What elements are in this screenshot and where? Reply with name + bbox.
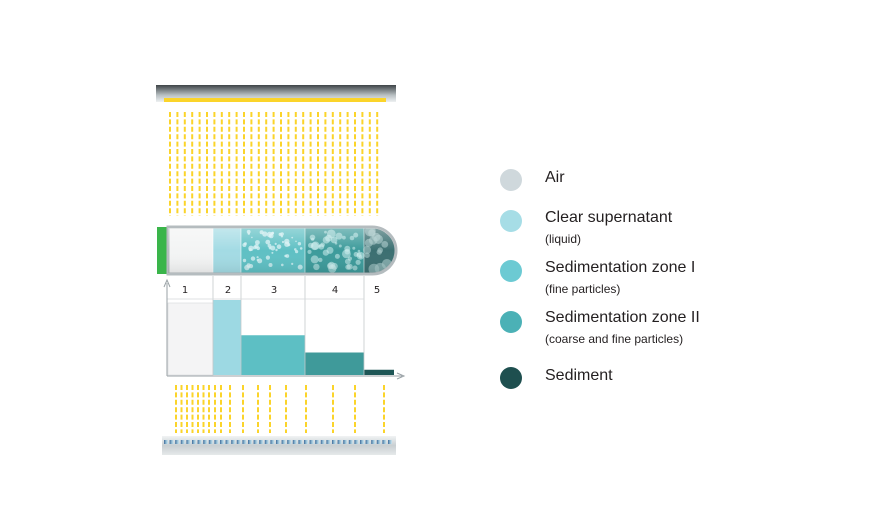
sensor-pixel [236, 440, 241, 444]
sensor-pixel [203, 440, 208, 444]
legend: Air Clear supernatant (liquid) Sedimenta… [500, 0, 860, 530]
sensor-pixel [332, 440, 336, 444]
sensor-pixel [354, 440, 359, 444]
transmission-bar-zone-2 [213, 300, 241, 375]
transmission-bar-zone-4 [305, 352, 364, 375]
x-axis-arrow [396, 372, 406, 380]
sensor-pixel [192, 440, 196, 444]
zone-number-1: 1 [182, 285, 188, 296]
detector-housing [162, 436, 396, 455]
sensor-pixel [371, 440, 376, 444]
sensor-pixel [175, 440, 180, 444]
sensor-pixel [360, 440, 364, 444]
sensor-pixel [231, 440, 236, 444]
sensor-pixel [169, 440, 174, 444]
light-rays-bottom [175, 385, 385, 433]
sensor-pixel [382, 440, 387, 444]
sensor-pixel [376, 440, 381, 444]
lamp-bar [164, 98, 386, 102]
light-rays-top [169, 112, 379, 216]
cuvette-shine [168, 228, 396, 273]
sensor-pixel [337, 440, 342, 444]
sensor-pixel [287, 440, 292, 444]
legend-sublabel: (liquid) [545, 232, 582, 246]
legend-swatch-sedimentation-zone-1 [500, 260, 522, 282]
sensor-pixel [253, 440, 258, 444]
sensor-pixel [197, 440, 202, 444]
sensor-pixel [365, 440, 370, 444]
sensor-pixel [259, 440, 264, 444]
sensor-pixel [225, 440, 230, 444]
sample-cuvette [157, 225, 398, 276]
y-axis-arrow [163, 278, 171, 288]
sensor-pixel [320, 440, 325, 444]
sensor-pixel [343, 440, 348, 444]
sensor-pixel [348, 440, 353, 444]
transmission-bar-zone-3 [241, 335, 305, 375]
sensor-pixel [180, 440, 185, 444]
sensor-pixel [164, 440, 168, 444]
zone-number-5: 5 [374, 285, 380, 296]
legend-label: Sedimentation zone II [545, 309, 700, 326]
sensor-pixels [164, 440, 392, 444]
sensor-pixel [281, 440, 286, 444]
legend-sublabel: (fine particles) [545, 282, 621, 296]
sensor-pixel [292, 440, 297, 444]
legend-label: Air [545, 169, 565, 186]
legend-sublabel: (coarse and fine particles) [545, 332, 684, 346]
sensor-pixel [220, 440, 224, 444]
sensor-pixel [304, 440, 308, 444]
transmission-bar-zone-5 [364, 369, 394, 375]
sensor-pixel [264, 440, 269, 444]
sensor-pixel [186, 440, 191, 444]
zone-number-2: 2 [225, 285, 231, 296]
light-source [156, 85, 396, 102]
zone-number-4: 4 [332, 285, 338, 296]
legend-label: Sediment [545, 367, 613, 384]
legend-swatch-clear-supernatant [500, 210, 522, 232]
sensor-pixel [214, 440, 219, 444]
cuvette-outline [166, 225, 398, 276]
sensor-pixel [248, 440, 252, 444]
sensor-pixel [326, 440, 331, 444]
legend-label: Sedimentation zone I [545, 259, 696, 276]
sensor-pixel [315, 440, 320, 444]
detector [162, 436, 396, 455]
zone-number-3: 3 [271, 285, 277, 296]
sensor-pixel [388, 440, 392, 444]
sensor-pixel [270, 440, 275, 444]
transmission-bar-zone-1 [167, 302, 214, 376]
sensor-pixel [309, 440, 314, 444]
transmission-profile: 1 2 3 4 5 [163, 276, 406, 380]
legend-swatch-sedimentation-zone-2 [500, 311, 522, 333]
sensor-pixel [298, 440, 303, 444]
legend-label: Clear supernatant [545, 209, 673, 226]
sensor-pixel [208, 440, 213, 444]
legend-swatch-sediment [500, 367, 522, 389]
legend-swatch-air [500, 169, 522, 191]
lamp-housing [156, 85, 396, 102]
sensor-pixel [242, 440, 247, 444]
sensor-pixel [276, 440, 280, 444]
